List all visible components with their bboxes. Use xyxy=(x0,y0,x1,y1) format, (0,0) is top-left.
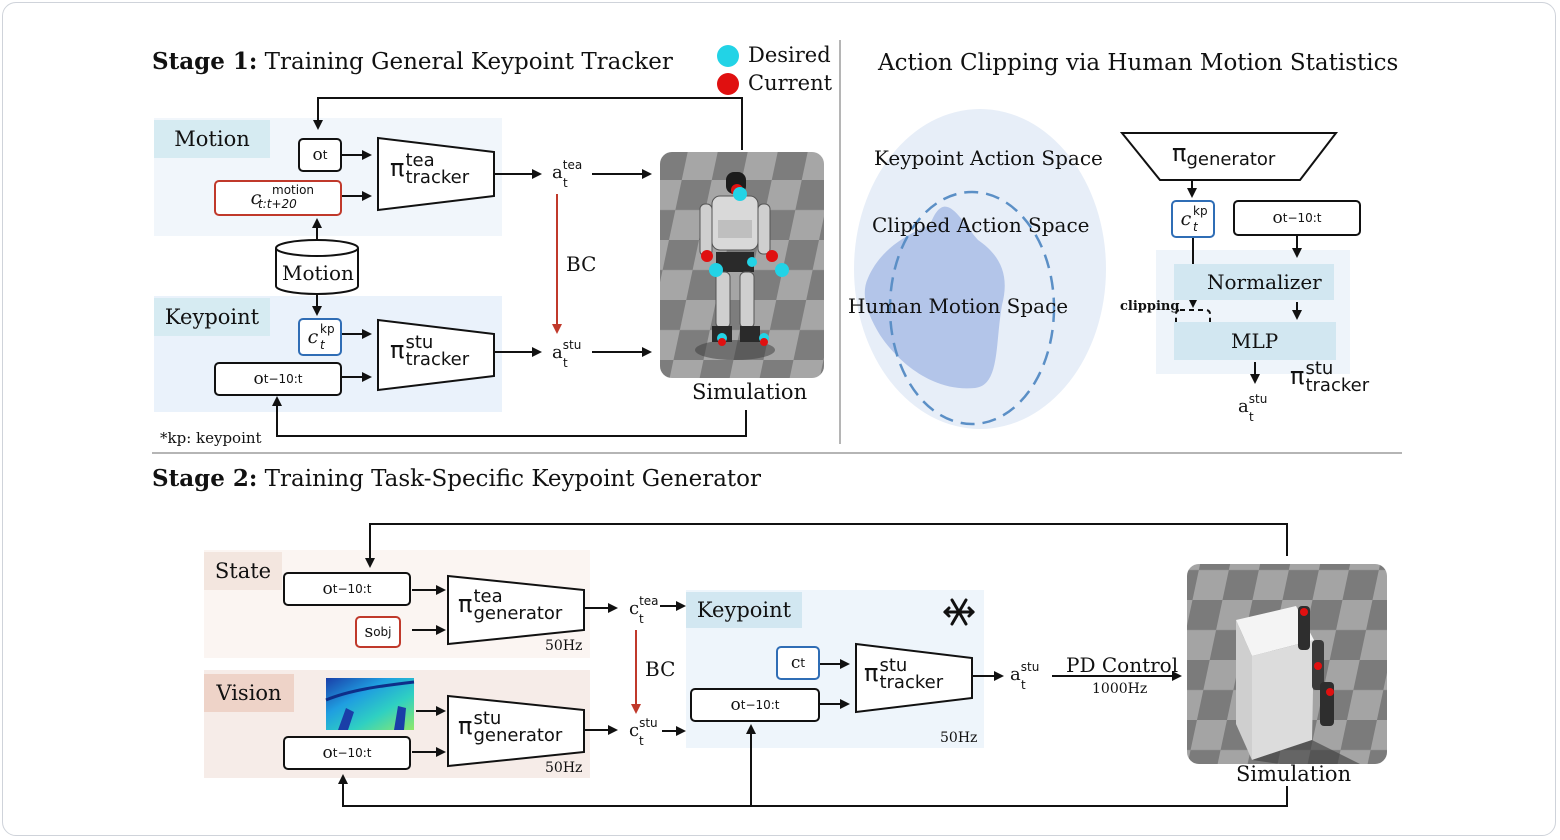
clipping-label: clipping xyxy=(1120,299,1180,314)
s2-state-50hz: 50Hz xyxy=(545,638,583,654)
pd-1000hz-label: 1000Hz xyxy=(1092,681,1148,697)
normalizer-block xyxy=(1174,264,1334,300)
clip-generator-trapezoid xyxy=(1119,132,1339,181)
state-label: State xyxy=(204,552,282,590)
legend-desired-dot xyxy=(717,45,739,67)
database-label: Motion xyxy=(282,261,354,285)
legend-desired-label: Desired xyxy=(748,43,831,67)
clip-pi-generator: πgenerator xyxy=(1172,139,1276,170)
clip-title: Action Clipping via Human Motion Statist… xyxy=(878,50,1399,76)
s1-simulation-label: Simulation xyxy=(692,380,808,404)
normalizer-label: Normalizer xyxy=(1207,270,1322,294)
s2-a-stu: astu t xyxy=(1010,660,1040,692)
s2-keypoint-label: Keypoint xyxy=(686,592,802,628)
s1-ckp-box: c kp t xyxy=(298,318,342,356)
human-motion-space-shape xyxy=(864,206,1005,389)
s2-loop-top xyxy=(365,523,1288,568)
snowflake-icon xyxy=(943,598,975,626)
clipped-action-space-ellipse xyxy=(888,190,1056,426)
pd-control-label: PD Control xyxy=(1066,653,1179,677)
mlp-block xyxy=(1174,322,1336,360)
footnote: *kp: keypoint xyxy=(160,429,262,447)
vision-label: Vision xyxy=(204,674,294,712)
stage2-title: Stage 2: Training Task-Specific Keypoint… xyxy=(152,465,761,492)
s1-loop-bottom xyxy=(272,396,747,437)
s2-bc-label: BC xyxy=(645,657,676,681)
s2-c-stu: cstu t xyxy=(629,716,658,748)
s1-cmotion-box: c motion t:t+20 xyxy=(214,180,342,216)
s2-keypoint-50hz: 50Hz xyxy=(940,730,978,746)
s1-loop-top xyxy=(313,97,743,150)
legend-current-label: Current xyxy=(748,71,833,95)
keypoint-label: Keypoint xyxy=(154,298,270,336)
keypoint-action-space-label: Keypoint Action Space xyxy=(874,146,1103,170)
clip-ckp-box: c kp t xyxy=(1171,200,1215,238)
human-motion-space-label: Human Motion Space xyxy=(848,294,1069,318)
clip-a-stu: astu t xyxy=(1238,392,1268,424)
s2-simulation-label: Simulation xyxy=(1236,762,1352,786)
s1-tracker-stu-trapezoid xyxy=(377,318,495,392)
clipped-action-space-label: Clipped Action Space xyxy=(872,213,1090,237)
depth-image-icon xyxy=(325,678,415,730)
s2-loop-bottom xyxy=(338,774,1288,807)
s2-vision-50hz: 50Hz xyxy=(545,760,583,776)
motion-label: Motion xyxy=(154,120,270,158)
s2-tracker-stu-trapezoid xyxy=(855,642,973,714)
s2-generator-stu-trapezoid xyxy=(447,694,585,768)
box-simulation-image xyxy=(1187,564,1387,764)
robot-simulation-image xyxy=(660,152,824,378)
s1-bc-label: BC xyxy=(566,252,597,276)
s1-a-stu: astu t xyxy=(552,338,582,370)
s1-tracker-tea-trapezoid xyxy=(377,136,495,212)
mlp-label: MLP xyxy=(1231,329,1279,353)
s2-generator-tea-trapezoid xyxy=(447,574,585,646)
s1-a-tea: atea t xyxy=(552,158,583,190)
s2-c-tea: ctea t xyxy=(629,594,659,626)
legend-current-dot xyxy=(717,73,739,95)
stage1-title: Stage 1: Training General Keypoint Track… xyxy=(152,48,673,75)
database-icon xyxy=(275,239,359,295)
